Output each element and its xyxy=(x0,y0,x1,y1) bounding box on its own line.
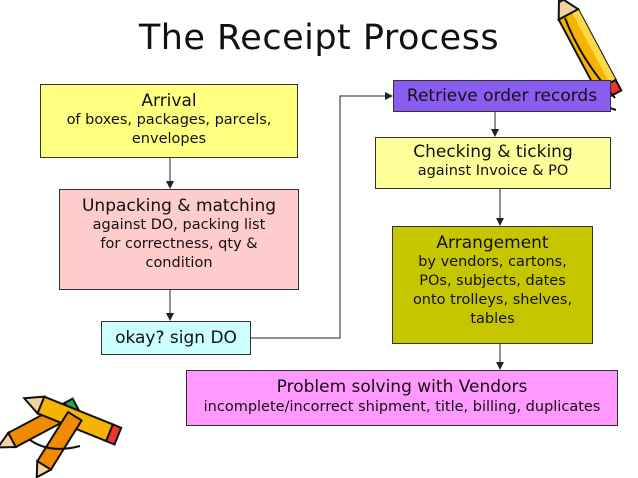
okay-box: okay? sign DO xyxy=(101,321,251,355)
arrival-line-2: envelopes xyxy=(131,131,207,147)
arrangement-line-2: POs, subjects, dates xyxy=(419,273,566,289)
problem-box: Problem solving with Vendors incomplete/… xyxy=(186,370,618,426)
checking-heading: Checking & ticking xyxy=(413,142,573,162)
arrangement-box: Arrangement by vendors, cartons, POs, su… xyxy=(392,226,593,344)
arrangement-heading: Arrangement xyxy=(436,233,549,253)
checking-box: Checking & ticking against Invoice & PO xyxy=(375,137,611,189)
arrangement-line-1: by vendors, cartons, xyxy=(418,254,567,270)
problem-heading: Problem solving with Vendors xyxy=(276,377,528,397)
unpacking-line-2: for correctness, qty & xyxy=(100,236,258,252)
problem-line-1: incomplete/incorrect shipment, title, bi… xyxy=(203,399,601,415)
connector-okay-retrieve xyxy=(251,92,393,339)
unpacking-heading: Unpacking & matching xyxy=(81,196,277,216)
unpacking-line-1: against DO, packing list xyxy=(92,217,266,233)
arrangement-line-3: onto trolleys, shelves, xyxy=(412,292,573,308)
okay-heading: okay? sign DO xyxy=(115,328,237,348)
checking-line-1: against Invoice & PO xyxy=(417,163,569,179)
unpacking-box: Unpacking & matching against DO, packing… xyxy=(59,189,299,290)
arrival-box: Arrival of boxes, packages, parcels, env… xyxy=(40,84,298,158)
arrangement-line-4: tables xyxy=(470,311,515,327)
page-title: The Receipt Process xyxy=(138,18,500,58)
unpacking-line-3: condition xyxy=(145,255,213,271)
arrival-heading: Arrival xyxy=(141,91,197,111)
retrieve-heading: Retrieve order records xyxy=(406,86,598,106)
pencils-bundle-icon xyxy=(0,395,123,478)
retrieve-box: Retrieve order records xyxy=(393,80,611,112)
arrival-line-1: of boxes, packages, parcels, xyxy=(66,112,272,128)
